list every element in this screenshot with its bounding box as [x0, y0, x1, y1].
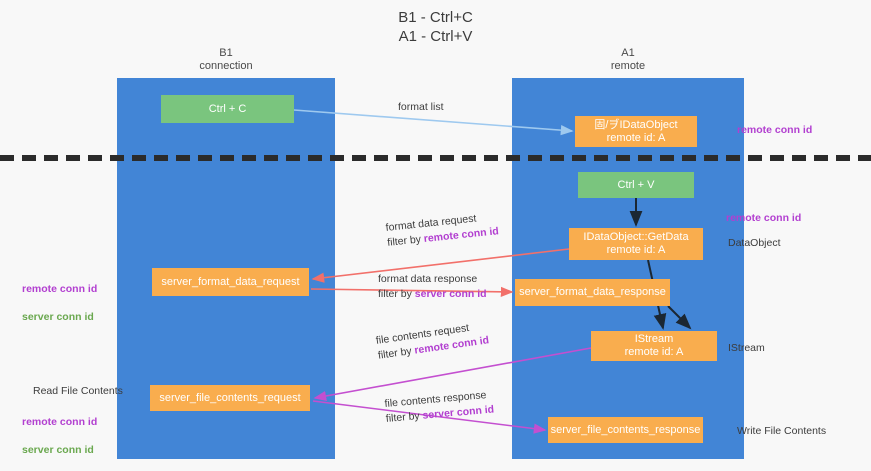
edge-label-prefix: filter by: [377, 344, 416, 362]
annotation-left-conn-ids-bottom: remote conn id server conn id: [22, 401, 97, 471]
connector-format-list: [293, 109, 574, 136]
node-server-format-data-response[interactable]: server_format_data_response: [515, 279, 670, 306]
connector-file-contents-request: [313, 347, 592, 402]
edge-label-prefix: filter by: [378, 288, 415, 300]
lane-header-a1: A1 remote: [610, 47, 646, 72]
edge-label-prefix: filter by: [386, 233, 425, 249]
annotation-left-conn-ids-top: remote conn id server conn id: [22, 268, 97, 338]
node-server-format-data-request[interactable]: server_format_data_request: [152, 268, 309, 296]
dashed-divider: [0, 155, 871, 161]
node-server-file-contents-response[interactable]: server_file_contents_response: [548, 417, 703, 443]
node-ctrl-v[interactable]: Ctrl + V: [578, 172, 694, 198]
node-server-file-contents-request[interactable]: server_file_contents_request: [150, 385, 310, 411]
edge-label-highlight: server conn id: [414, 288, 487, 300]
annotation-right-dataobject: DataObject: [728, 237, 781, 249]
annotation-server-conn-id: server conn id: [22, 444, 94, 456]
node-istream[interactable]: IStream remote id: A: [591, 331, 717, 361]
connector-format-data-request: [311, 248, 570, 283]
edge-label-line1: format list: [398, 101, 444, 113]
connector-format-data-response: [310, 286, 514, 297]
annotation-remote-conn-id: remote conn id: [22, 283, 98, 295]
annotation-server-conn-id: server conn id: [22, 311, 94, 323]
annotation-right-istream: IStream: [728, 342, 765, 354]
edge-label-line2: filter by server conn id: [378, 287, 487, 302]
annotation-right-remote-conn-id-mid: remote conn id: [726, 212, 802, 224]
annotation-right-remote-conn-id-top: remote conn id: [737, 124, 813, 136]
diagram-title: B1 - Ctrl+C A1 - Ctrl+V: [398, 9, 473, 45]
connector-file-contents-response: [312, 400, 547, 434]
connector-response-istream: [667, 305, 692, 330]
node-idataobject-getdata[interactable]: IDataObject::GetData remote id: A: [569, 228, 703, 260]
node-ctrl-c[interactable]: Ctrl + C: [161, 95, 294, 123]
annotation-left-read-file-contents: Read File Contents: [33, 385, 123, 397]
edge-label-line1: format data response: [378, 273, 478, 285]
node-idataobject-remote[interactable]: 固/ヺIDataObject remote id: A: [575, 116, 697, 147]
edge-label-prefix: filter by: [385, 409, 424, 425]
lane-header-b1: B1 connection: [199, 47, 253, 72]
edge-label-format-list: format list: [398, 100, 444, 115]
edge-label-format-data-response: format data response filter by server co…: [378, 272, 487, 302]
annotation-remote-conn-id: remote conn id: [22, 416, 98, 428]
annotation-right-write-file-contents: Write File Contents: [737, 425, 827, 437]
